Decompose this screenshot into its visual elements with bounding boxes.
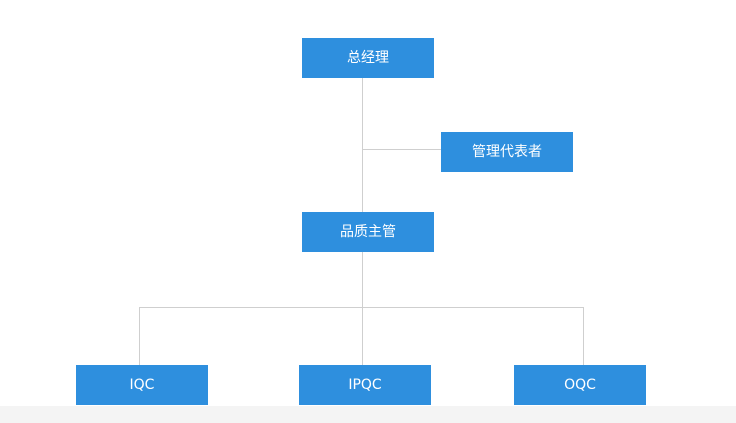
node-management-representative: 管理代表者 (441, 132, 573, 172)
node-general-manager: 总经理 (302, 38, 434, 78)
bottom-band (0, 406, 736, 423)
node-iqc: IQC (76, 365, 208, 405)
node-ipqc: IPQC (299, 365, 431, 405)
node-oqc: OQC (514, 365, 646, 405)
node-quality-supervisor: 品质主管 (302, 212, 434, 252)
